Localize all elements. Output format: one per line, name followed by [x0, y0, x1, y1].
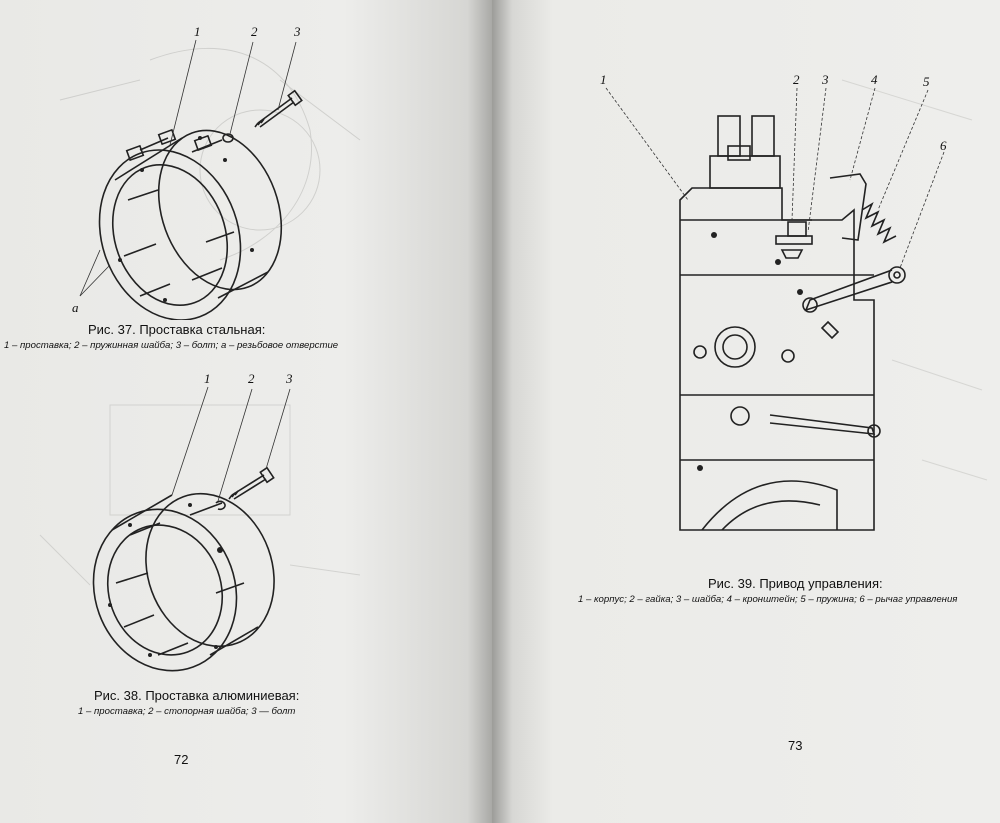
- page-number-right: 73: [788, 738, 803, 753]
- right-page: 1 2 3 4 5 6 Рис. 39. Привод управления: …: [492, 0, 1000, 823]
- fig37-callout-3: 3: [293, 24, 301, 39]
- fig37-callout-2: 2: [251, 24, 258, 39]
- fig39-callout-1: 1: [600, 72, 607, 87]
- fig38-caption-legend: 1 – проставка; 2 – стопорная шайба; 3 — …: [78, 706, 296, 717]
- figure-37-steel-spacer: 1 2 3 а: [59, 24, 361, 320]
- fig37-callout-1: 1: [194, 24, 201, 39]
- fig38-callout-2: 2: [248, 371, 255, 386]
- figure-39-control-drive: 1 2 3 4 5 6: [600, 72, 988, 531]
- fig38-callout-3: 3: [285, 371, 293, 386]
- fig39-callout-2: 2: [793, 72, 800, 87]
- fig39-callout-3: 3: [821, 72, 829, 87]
- figure-38-aluminium-spacer: 1 2 3: [39, 371, 361, 672]
- fig39-caption-title: Рис. 39. Привод управления:: [708, 576, 883, 591]
- fig39-callout-4: 4: [871, 72, 878, 87]
- left-page: 1 2 3 а Рис. 37. Проставка стальная: 1 –…: [0, 0, 492, 823]
- fig38-callout-1: 1: [204, 371, 211, 386]
- fig39-callout-5: 5: [923, 74, 930, 89]
- fig39-caption-legend: 1 – корпус; 2 – гайка; 3 – шайба; 4 – кр…: [578, 594, 958, 605]
- fig37-caption-legend: 1 – проставка; 2 – пружинная шайба; 3 – …: [4, 340, 339, 351]
- fig39-callout-6: 6: [940, 138, 947, 153]
- fig37-callout-a: а: [72, 300, 79, 315]
- fig38-caption-title: Рис. 38. Проставка алюминиевая:: [94, 688, 300, 703]
- page-number-left: 72: [174, 752, 189, 767]
- fig37-caption-title: Рис. 37. Проставка стальная:: [88, 322, 266, 337]
